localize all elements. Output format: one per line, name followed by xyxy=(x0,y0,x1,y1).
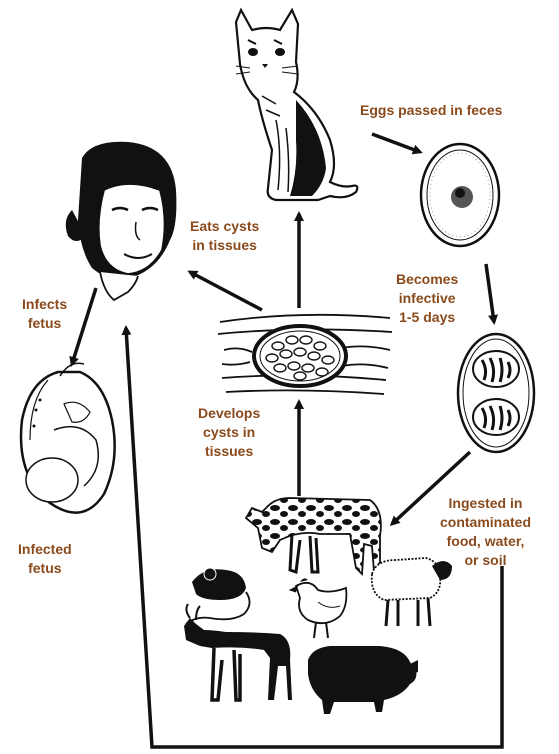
arrow-cyst-to-woman xyxy=(190,272,262,310)
cow-illustration xyxy=(246,498,381,574)
label-develops-cysts-line-3: tissues xyxy=(198,442,260,461)
oocyst-egg-illustration xyxy=(421,144,499,246)
arrow-cat-to-egg xyxy=(372,134,420,152)
chicken-illustration xyxy=(290,578,346,638)
label-ingested-line-3: food, water, xyxy=(440,532,531,551)
label-develops-cysts: Develops cysts in tissues xyxy=(198,404,260,461)
label-eats-cysts: Eats cysts in tissues xyxy=(190,217,259,255)
label-develops-cysts-line-2: cysts in xyxy=(198,423,260,442)
label-ingested-line-2: contaminated xyxy=(440,513,531,532)
label-infects-fetus-line-2: fetus xyxy=(22,314,67,333)
label-eggs-passed: Eggs passed in feces xyxy=(360,101,502,120)
label-becomes-infective-line-3: 1-5 days xyxy=(396,308,458,327)
label-develops-cysts-line-1: Develops xyxy=(198,404,260,423)
label-infected-fetus: Infected fetus xyxy=(18,540,72,578)
label-infected-fetus-line-2: fetus xyxy=(18,559,72,578)
label-ingested: Ingested in contaminated food, water, or… xyxy=(440,494,531,570)
arrow-egg-to-sporulated xyxy=(486,264,494,322)
label-infected-fetus-line-1: Infected xyxy=(18,540,72,559)
woman-head-illustration xyxy=(66,142,177,300)
label-eggs-passed-text: Eggs passed in feces xyxy=(360,102,502,118)
label-ingested-line-1: Ingested in xyxy=(440,494,531,513)
arrow-woman-to-fetus xyxy=(72,288,96,364)
tissue-cyst-illustration xyxy=(218,315,392,394)
label-eats-cysts-line-2: in tissues xyxy=(190,236,259,255)
label-becomes-infective-line-2: infective xyxy=(396,289,458,308)
pig-illustration xyxy=(308,646,418,714)
label-becomes-infective-line-1: Becomes xyxy=(396,270,458,289)
label-infects-fetus-line-1: Infects xyxy=(22,295,67,314)
cat-illustration xyxy=(236,10,357,200)
label-infects-fetus: Infects fetus xyxy=(22,295,67,333)
label-becomes-infective: Becomes infective 1-5 days xyxy=(396,270,458,327)
sporulated-oocyst-illustration xyxy=(458,334,534,452)
label-eats-cysts-line-1: Eats cysts xyxy=(190,217,259,236)
fetus-in-uterus-illustration xyxy=(21,363,115,512)
label-ingested-line-4: or soil xyxy=(440,551,531,570)
